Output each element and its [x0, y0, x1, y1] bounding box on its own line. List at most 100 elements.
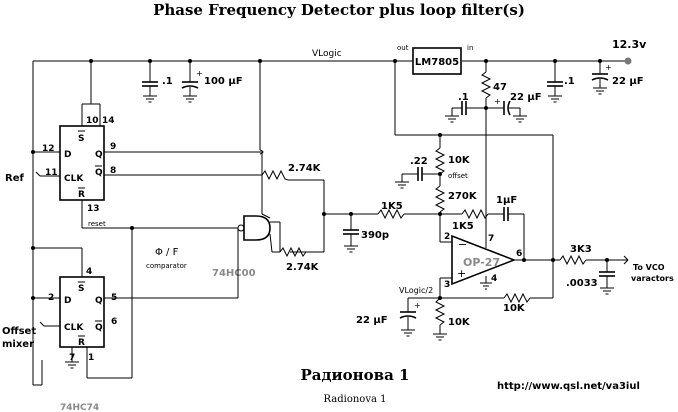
source-url[interactable]: http://www.qsl.net/va3iul — [497, 381, 640, 392]
svg-text:R: R — [78, 338, 85, 348]
vlogic-down-branch — [394, 61, 554, 298]
to-vco-label-2: varactors — [631, 274, 674, 283]
resistor-47 — [480, 61, 492, 248]
opamp-pin-7: 7 — [488, 234, 494, 244]
cap-opa-22uf-value: 22 µF — [510, 92, 542, 103]
cap-in-22uf-value: 22 µF — [612, 76, 644, 87]
comparator-label-1: Φ / F — [155, 247, 179, 258]
lm7805-regulator: LM7805 out in — [395, 44, 473, 75]
resistor-1k5-fb — [440, 208, 504, 220]
resistor-2-74k-top-value: 2.74K — [288, 163, 322, 174]
cap-in-22uf: + — [591, 61, 612, 95]
cap-fb-1uf — [503, 207, 525, 260]
cap-opa-01-value: .1 — [458, 92, 469, 103]
opamp-pin-4: 4 — [491, 274, 497, 284]
svg-text:+: + — [196, 69, 203, 78]
ff-top-pin-11: 11 — [45, 168, 58, 178]
svg-text:CLK: CLK — [64, 174, 84, 184]
svg-text:D: D — [64, 150, 71, 160]
opamp-pin-6: 6 — [516, 249, 522, 259]
regulator-out-label: out — [397, 44, 409, 52]
ff-top-pin-10: 10 — [86, 116, 99, 126]
to-vco-label-1: To VCO — [633, 263, 665, 272]
bias-network: + — [399, 277, 553, 341]
regulator-name: LM7805 — [415, 57, 459, 68]
cap-opa-22uf: + — [486, 97, 527, 123]
cap-filter-value: 390p — [361, 230, 389, 241]
resistor-10k-top — [434, 147, 446, 186]
opamp-pin-3: 3 — [444, 280, 450, 290]
cap-rail-100uf: + — [181, 61, 203, 103]
vlogic-rail — [32, 57, 632, 386]
ff-bot-pin-1: 1 — [88, 353, 94, 363]
svg-text:+: + — [414, 301, 421, 310]
resistor-47-value: 47 — [493, 82, 507, 93]
svg-text:S: S — [78, 284, 84, 294]
cap-offset — [395, 167, 440, 189]
resistor-1k5-in-value: 1K5 — [381, 201, 403, 212]
resistor-3k3-value: 3K3 — [570, 244, 592, 255]
opamp-name: OP-27 — [463, 256, 500, 269]
resistor-2-74k-top — [104, 169, 289, 181]
flipflop-top-wires — [31, 59, 263, 378]
ff-top-pin-12: 12 — [42, 144, 55, 154]
ff-bot-pin-6: 6 — [111, 317, 117, 327]
resistor-2-74k-bot-value: 2.74K — [286, 262, 320, 273]
cap-out-value: .0033 — [566, 278, 598, 289]
nand-part-label: 74HC00 — [212, 268, 256, 279]
cap-opa-01 — [445, 101, 486, 123]
resistor-2-74k-bot — [272, 246, 324, 258]
cap-in-01-value: .1 — [564, 76, 575, 87]
output-filter — [559, 254, 629, 295]
cap-fb-1uf-value: 1µF — [496, 195, 517, 206]
diagram-title: Phase Frequency Detector plus loop filte… — [153, 1, 525, 19]
cap-rail-01-value: .1 — [162, 76, 173, 87]
ff-top-pin-13: 13 — [87, 204, 100, 214]
offset-mixer-label-2: mixer — [2, 339, 34, 350]
ff-top-pin-14: 14 — [102, 116, 115, 126]
reset-label: reset — [88, 220, 106, 228]
resistor-1k5-fb-value: 1K5 — [452, 221, 474, 232]
summing-node — [288, 179, 440, 253]
cap-in-01 — [547, 61, 563, 103]
svg-text:+: + — [605, 63, 612, 72]
regulator-in-label: in — [467, 44, 473, 52]
svg-text:Q: Q — [95, 168, 103, 178]
offset-label: offset — [448, 172, 468, 180]
bottom-caption: Radionova 1 — [324, 394, 387, 405]
resistor-10k-top-value: 10K — [448, 155, 471, 166]
resistor-270k-value: 270K — [448, 191, 478, 202]
svg-text:−: − — [458, 238, 467, 251]
ff-top-s: S — [78, 134, 84, 144]
ref-label: Ref — [5, 173, 24, 184]
flipflop-top: S D Q CLK Q R — [59, 125, 105, 201]
svg-text:R: R — [78, 190, 85, 200]
cap-bias-value: 22 µF — [356, 315, 388, 326]
ff-top-pin-8: 8 — [110, 166, 116, 176]
svg-text:CLK: CLK — [64, 323, 84, 333]
resistor-10k-fb-value: 10K — [503, 303, 526, 314]
opamp-pin-2: 2 — [444, 232, 450, 242]
nand-gate — [237, 61, 281, 253]
svg-text:+: + — [457, 267, 466, 280]
cap-offset-value: .22 — [410, 156, 428, 167]
supply-terminal — [624, 57, 632, 65]
flipflop-bottom: S D Q CLK Q R — [59, 276, 105, 348]
cap-rail-100uf-value: 100 µF — [204, 76, 243, 87]
vlogic-half-label: VLogic/2 — [399, 286, 433, 295]
offset-mixer-label-1: Offset — [2, 326, 36, 337]
bottom-title: Радионова 1 — [301, 366, 410, 384]
svg-text:Q: Q — [95, 296, 103, 306]
flipflop-bottom-wires — [31, 228, 239, 385]
comparator-label-2: comparator — [146, 262, 187, 270]
ff-bot-pin-4: 4 — [86, 267, 92, 277]
cap-rail-01 — [142, 61, 158, 103]
svg-text:+: + — [494, 97, 501, 106]
svg-text:Q: Q — [95, 150, 103, 160]
svg-text:D: D — [64, 296, 71, 306]
opamp-op27: − + — [440, 234, 560, 290]
resistor-10k-bias-value: 10K — [448, 317, 471, 328]
svg-text:Q: Q — [95, 323, 103, 333]
